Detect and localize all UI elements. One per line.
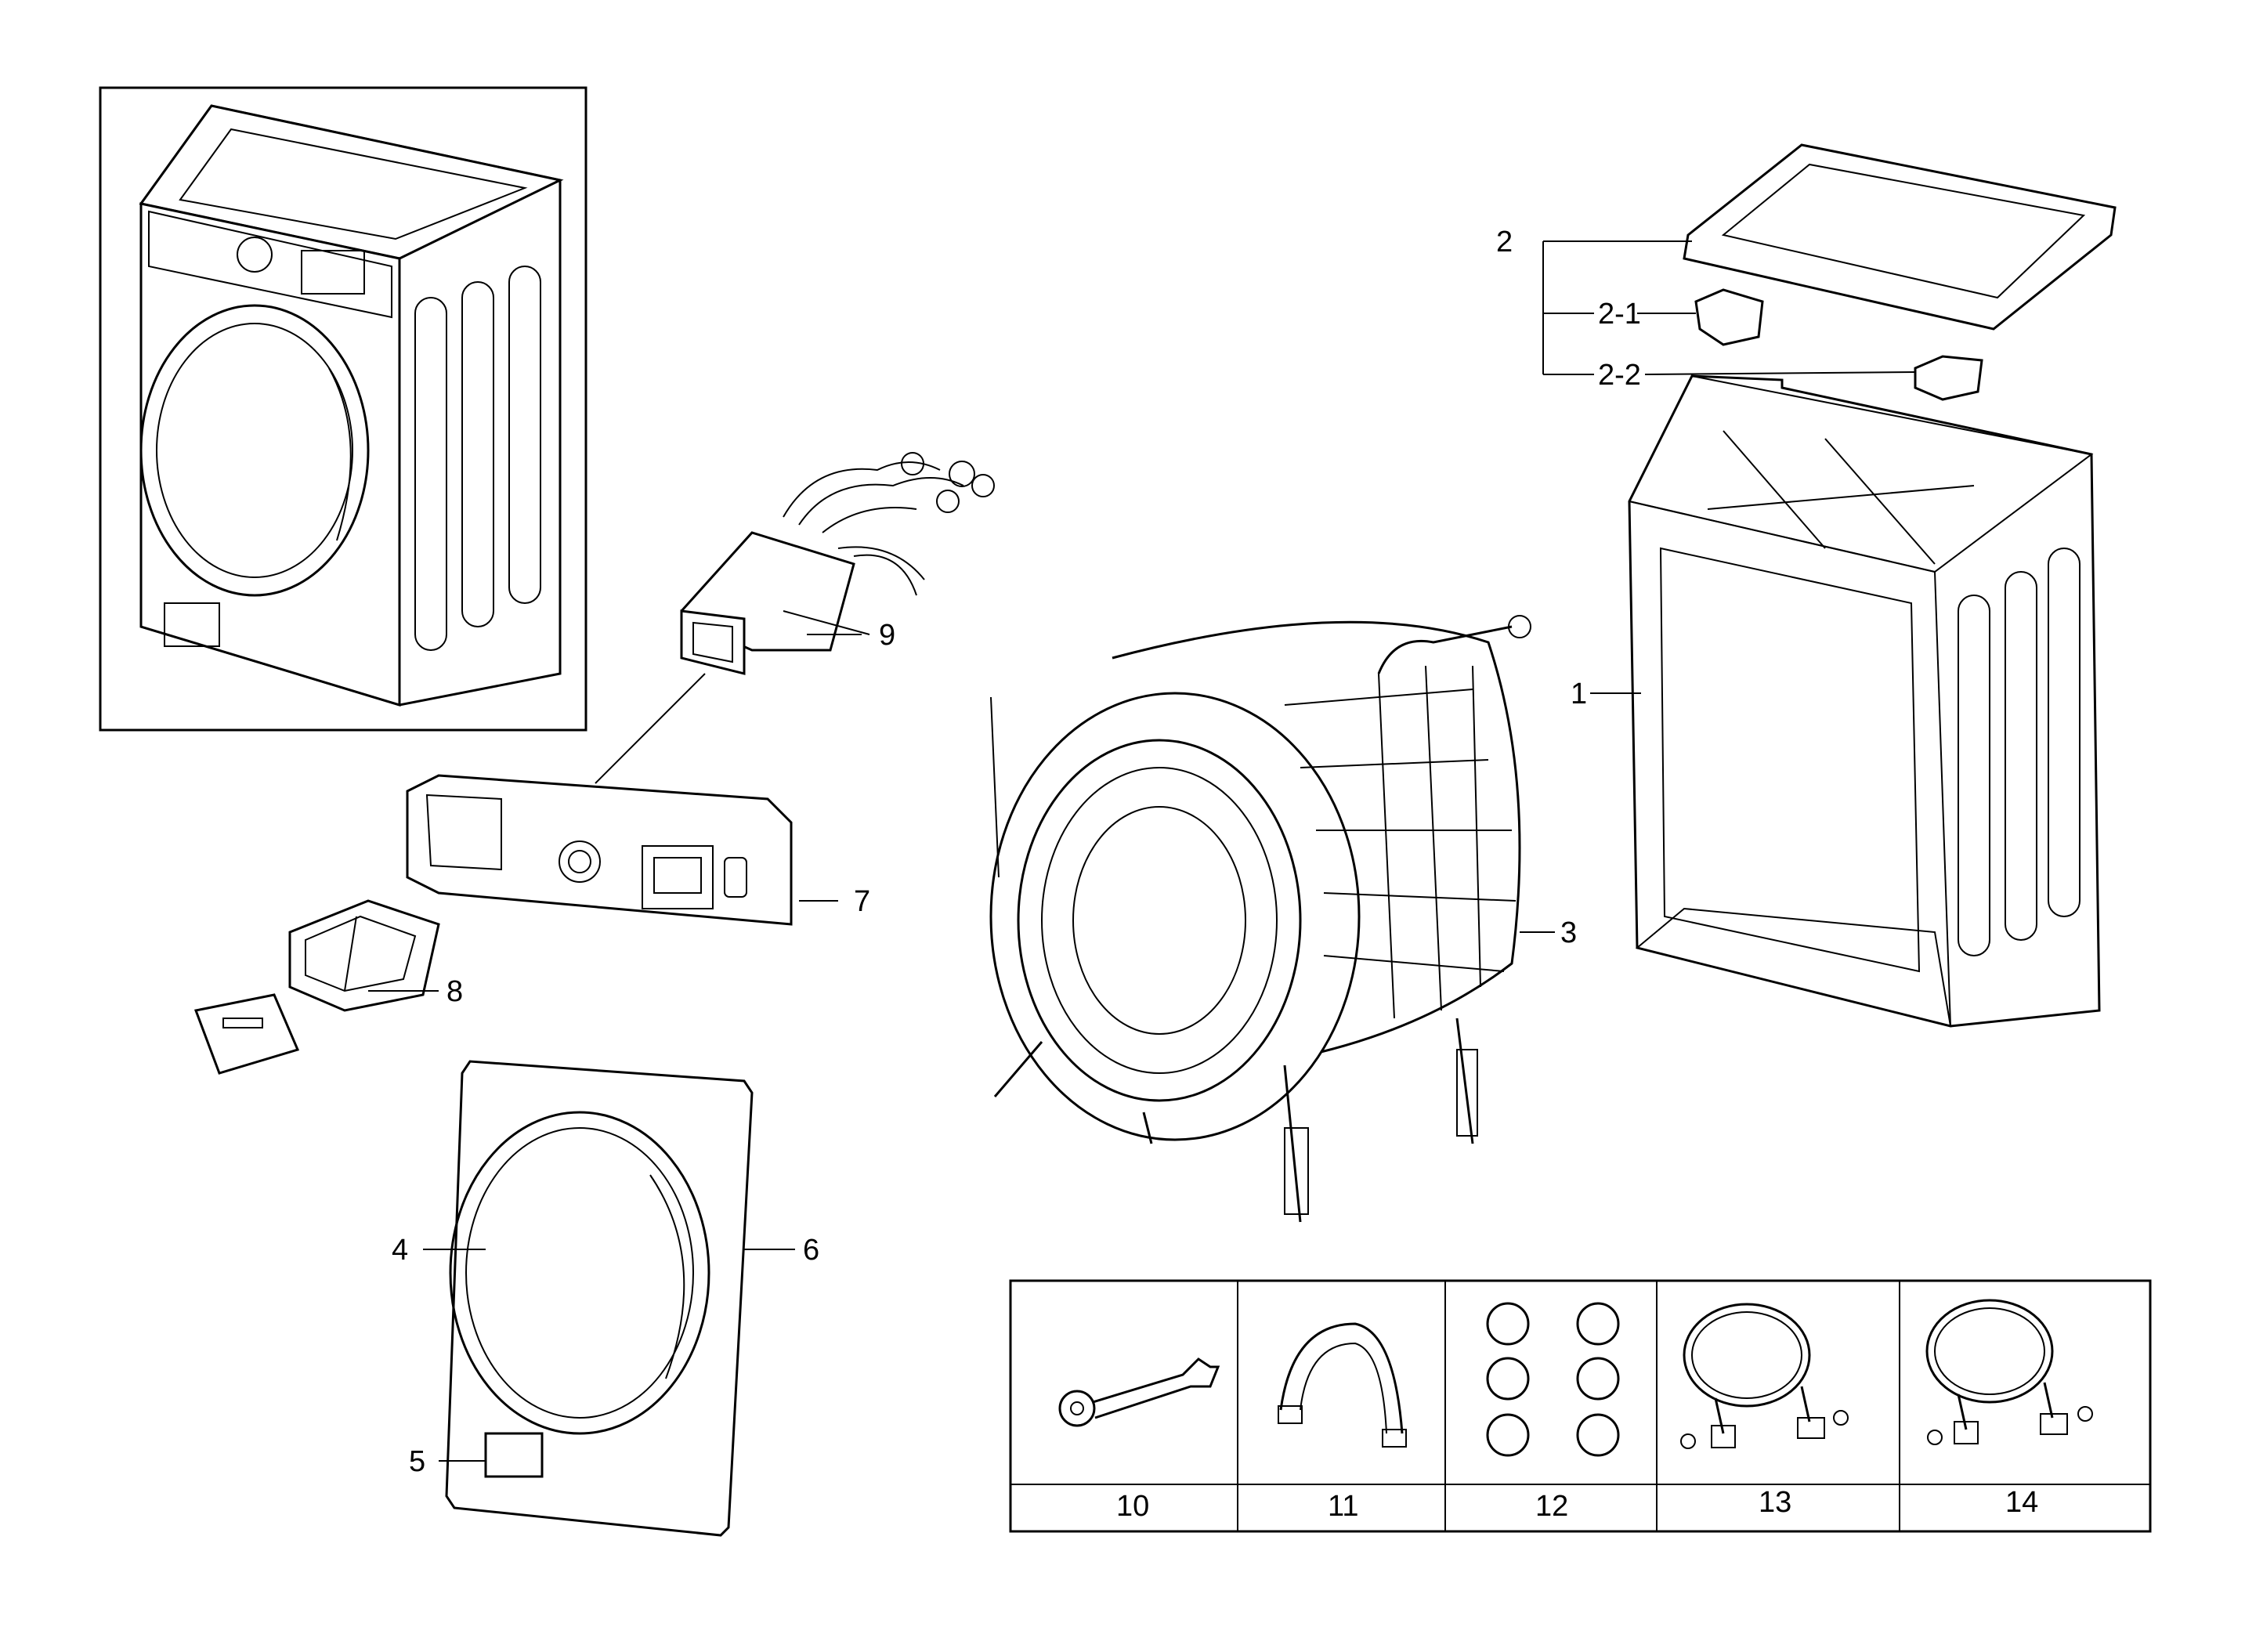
- part-8-detergent-drawer: [193, 899, 440, 1075]
- callout-2-2: 2-2: [1598, 359, 1641, 392]
- callout-2-1: 2-1: [1598, 298, 1641, 331]
- part-4-door: [449, 1111, 710, 1435]
- callout-1: 1: [1571, 678, 1587, 710]
- part-2-top-cover: [1683, 143, 2117, 331]
- callout-6: 6: [803, 1234, 819, 1267]
- callout-5: 5: [409, 1445, 425, 1478]
- part-9-dispenser-housing: [680, 452, 995, 675]
- accessory-label-11: 11: [1328, 1490, 1358, 1523]
- callout-3: 3: [1560, 916, 1577, 949]
- part-7-control-panel: [406, 774, 793, 926]
- wrench-icon: [1058, 1357, 1220, 1427]
- accessory-label-12: 12: [1535, 1490, 1568, 1523]
- assembled-washer-figure: [99, 86, 587, 732]
- callout-group-2: [1542, 240, 1916, 375]
- part-5-filter-cover: [484, 1432, 544, 1478]
- callout-7: 7: [854, 885, 870, 918]
- inlet-hose-icon: [1680, 1303, 1849, 1449]
- callout-8: 8: [446, 975, 463, 1008]
- hose-guide-icon: [1278, 1322, 1407, 1448]
- callout-4: 4: [392, 1234, 408, 1267]
- leader-9-to-7: [595, 673, 706, 784]
- accessory-table: [1009, 1279, 2152, 1533]
- hole-caps-icon: [1486, 1302, 1620, 1457]
- part-2-1-bracket: [1694, 288, 1764, 346]
- accessory-label-10: 10: [1116, 1490, 1149, 1523]
- accessory-label-14: 14: [2005, 1486, 2038, 1519]
- accessory-label-13: 13: [1759, 1486, 1791, 1519]
- callout-2: 2: [1496, 226, 1513, 258]
- inlet-hose-icon: [1925, 1299, 2093, 1445]
- callout-9: 9: [879, 619, 895, 652]
- part-3-tub-assembly: [989, 615, 1531, 1223]
- part-2-2-bracket: [1914, 355, 1983, 401]
- part-1-cabinet: [1628, 374, 2101, 1028]
